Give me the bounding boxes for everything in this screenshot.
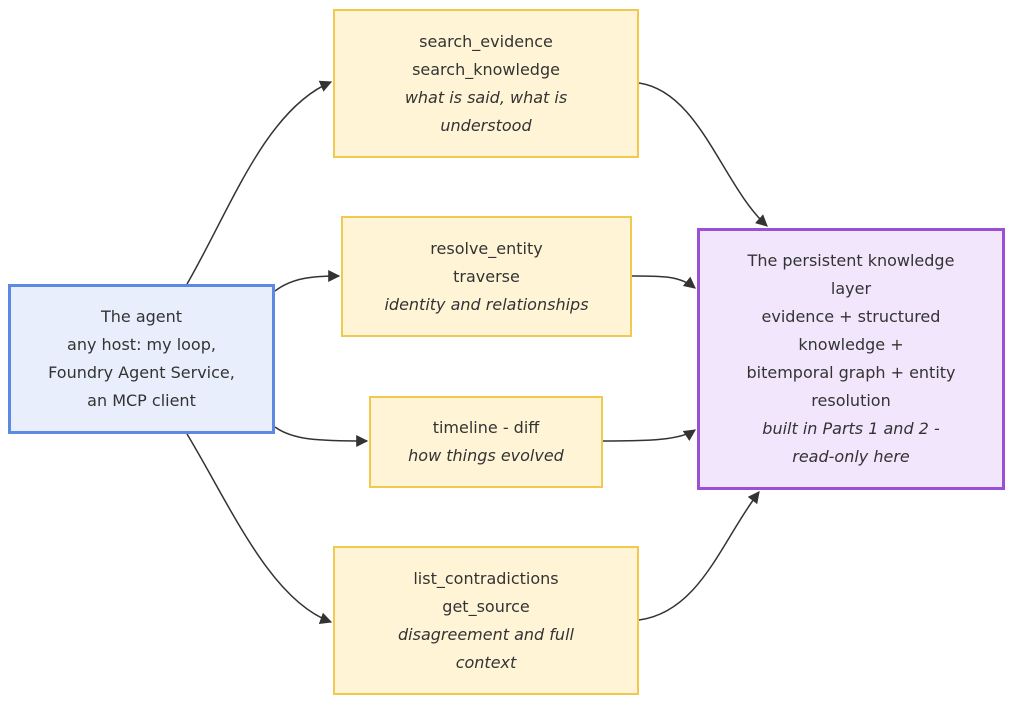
tool-description: understood	[440, 115, 532, 135]
tool-name: timeline - diff	[432, 418, 540, 437]
layer-note: built in Parts 1 and 2 -	[762, 419, 940, 438]
layer-text: evidence + structured	[761, 307, 941, 326]
tool-box-contradictions: list_contradictions get_source disagreem…	[333, 546, 639, 695]
tool-description: identity and relationships	[384, 294, 589, 314]
layer-note: read-only here	[792, 447, 910, 466]
tool-box-resolve: resolve_entity traverse identity and rel…	[341, 216, 632, 337]
tool-description: what is said, what is	[404, 87, 568, 107]
tool-description: context	[455, 652, 517, 672]
edge-resolve-to-layer	[631, 275, 696, 289]
tool-name: list_contradictions	[413, 568, 559, 588]
layer-title: The persistent knowledge	[747, 251, 955, 270]
layer-text: bitemporal graph + entity	[746, 363, 956, 382]
edge-timeline-to-layer	[602, 429, 696, 442]
layer-title: layer	[830, 279, 872, 298]
agent-text: Foundry Agent Service,	[48, 363, 235, 382]
edge-agent-to-search	[186, 80, 333, 285]
tool-description: how things evolved	[408, 446, 564, 465]
agent-box: The agent any host: my loop, Foundry Age…	[8, 284, 275, 434]
edge-agent-to-resolve	[274, 270, 341, 292]
tool-box-search: search_evidence search_knowledge what is…	[333, 9, 639, 158]
tool-description: disagreement and full	[398, 624, 574, 644]
agent-title: The agent	[100, 307, 183, 326]
tool-name: resolve_entity	[430, 238, 543, 258]
edge-search-to-layer	[638, 82, 768, 227]
tool-name: traverse	[453, 266, 520, 286]
agent-text: an MCP client	[87, 391, 196, 410]
edge-agent-to-timeline	[274, 426, 369, 447]
edge-agent-to-contradictions	[186, 433, 333, 624]
tool-name: search_evidence	[419, 31, 553, 51]
edge-contradictions-to-layer	[638, 491, 760, 621]
layer-text: knowledge +	[798, 335, 904, 354]
agent-text: any host: my loop,	[67, 335, 216, 354]
tool-box-timeline: timeline - diff how things evolved	[369, 396, 603, 488]
tool-name: search_knowledge	[412, 59, 560, 79]
knowledge-layer-box: The persistent knowledge layer evidence …	[697, 228, 1005, 490]
layer-text: resolution	[811, 391, 891, 410]
tool-name: get_source	[442, 596, 530, 616]
